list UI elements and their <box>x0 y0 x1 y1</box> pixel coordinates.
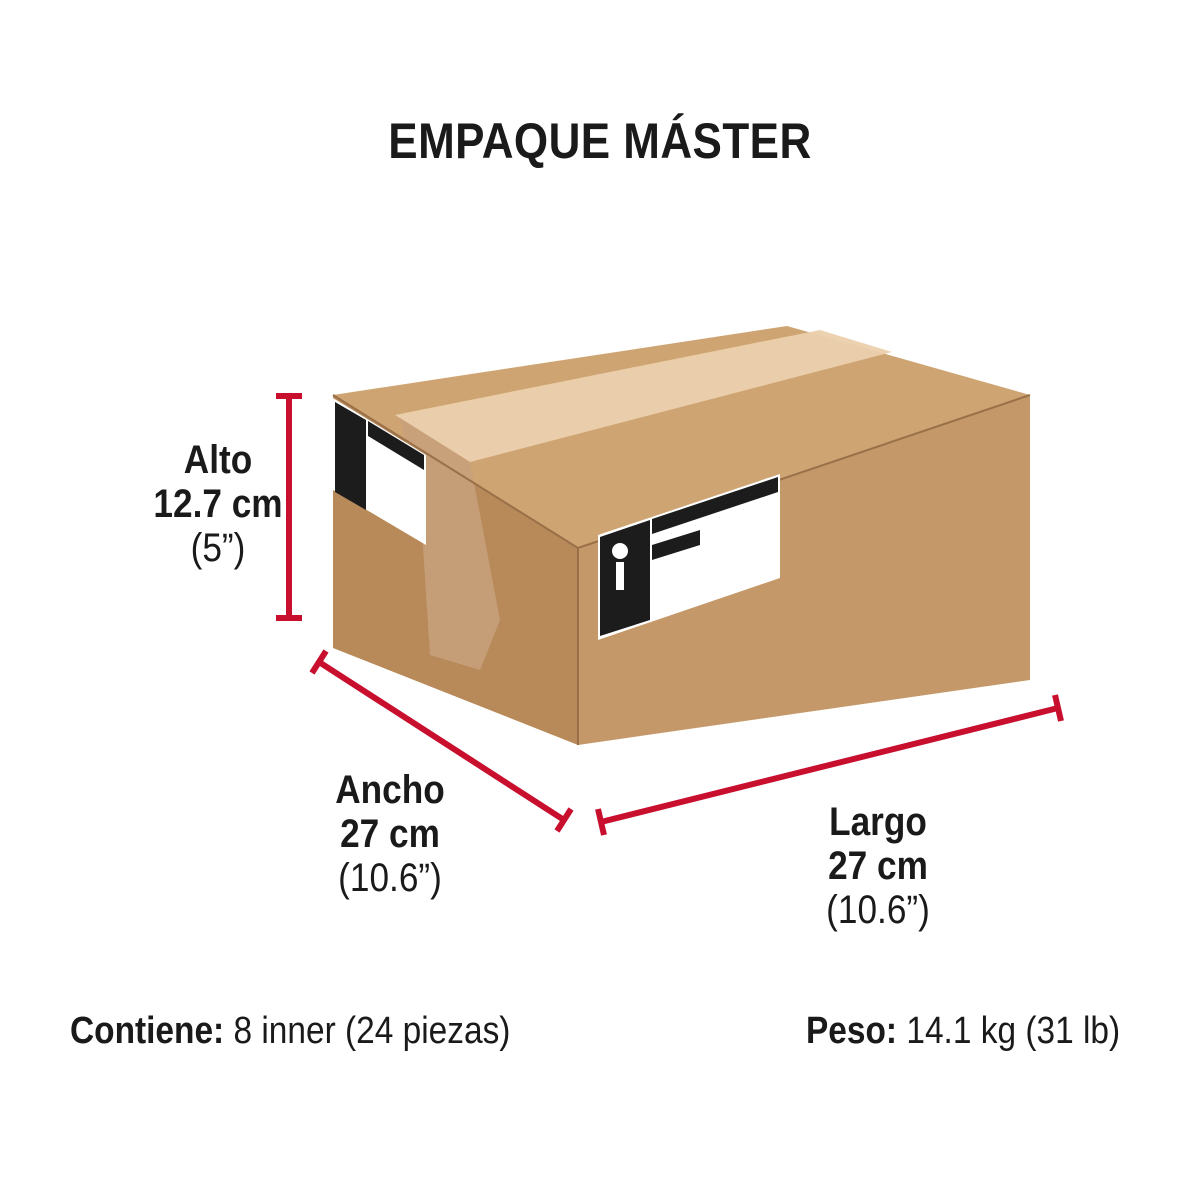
page-title: EMPAQUE MÁSTER <box>388 113 812 169</box>
ancho-metric: 27 cm <box>340 812 440 856</box>
product-label-front <box>598 474 780 640</box>
alto-title: Alto <box>183 438 253 482</box>
ancho-dimension-line <box>317 659 566 823</box>
product-label-side <box>333 398 426 545</box>
contents-info: Contiene: 8 inner (24 piezas) <box>70 1010 510 1053</box>
ancho-title: Ancho <box>335 768 445 812</box>
largo-dimension-line <box>600 705 1059 825</box>
ancho-label: Ancho 27 cm (10.6”) <box>302 768 478 900</box>
peso-label: Peso: <box>806 1010 898 1052</box>
alto-label: Alto 12.7 cm (5”) <box>130 438 306 570</box>
largo-label: Largo 27 cm (10.6”) <box>790 800 966 932</box>
alto-imperial: (5”) <box>190 526 246 570</box>
largo-title: Largo <box>829 800 927 844</box>
weight-info: Peso: 14.1 kg (31 lb) <box>806 1010 1120 1053</box>
ancho-imperial: (10.6”) <box>338 856 442 900</box>
peso-value: 14.1 kg (31 lb) <box>906 1010 1121 1052</box>
largo-metric: 27 cm <box>828 844 928 888</box>
box-front <box>578 395 1030 745</box>
box-top <box>333 326 1030 548</box>
alto-metric: 12.7 cm <box>153 482 283 526</box>
contiene-value: 8 inner (24 piezas) <box>233 1010 511 1052</box>
packing-tape <box>395 330 892 462</box>
contiene-label: Contiene: <box>70 1010 225 1052</box>
largo-imperial: (10.6”) <box>826 888 930 932</box>
